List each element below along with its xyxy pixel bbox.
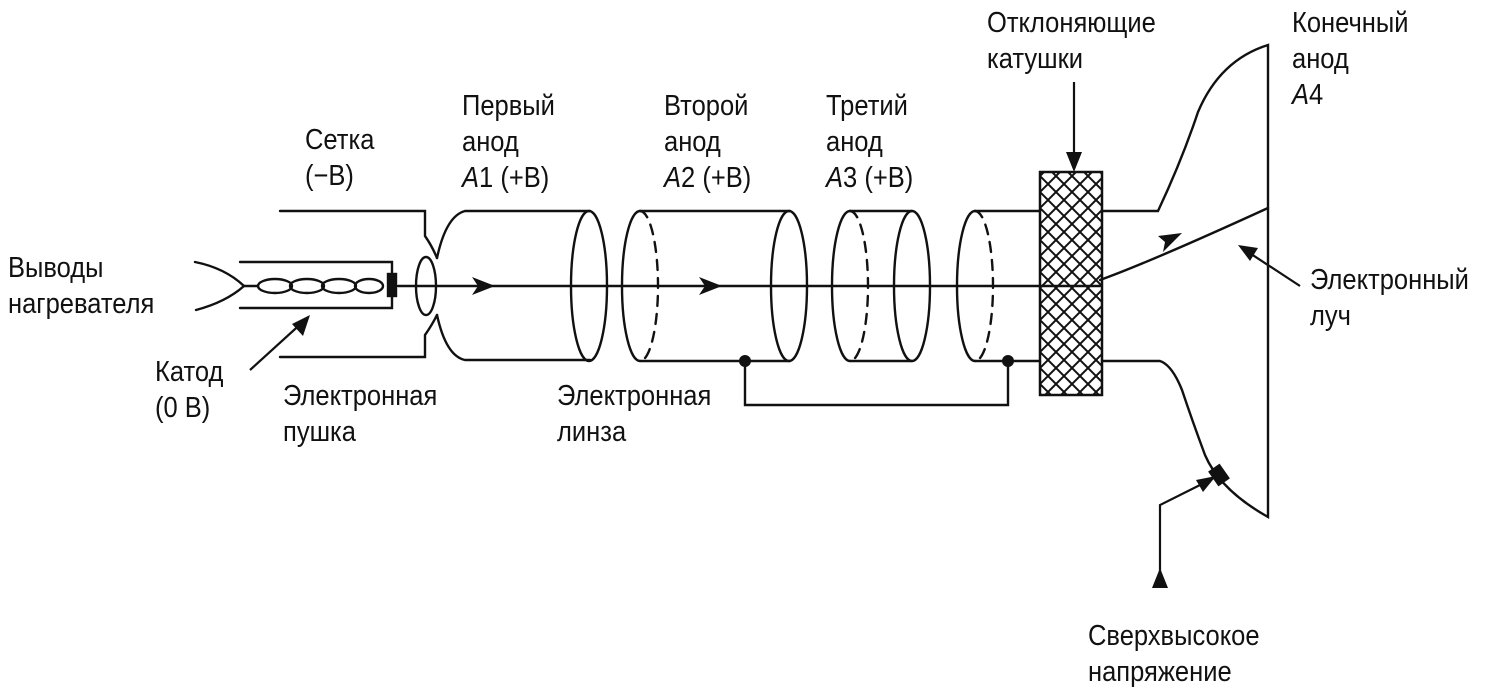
electron-gun-label: Электронная пушка: [283, 380, 438, 448]
junction-dots: [739, 355, 1014, 367]
first-anode-label: Первый анод A1 (+В): [462, 90, 555, 194]
cathode: [238, 260, 398, 310]
cathode-label: Катод (0 В): [155, 356, 224, 424]
high-voltage-label: Сверхвысокое напряжение: [1088, 620, 1260, 688]
electron-beam-line: [396, 206, 1270, 288]
third-anode-label: Третий анод A3 (+В): [826, 90, 914, 194]
heater-leads: [193, 260, 260, 312]
crt-bulb: [1100, 43, 1270, 520]
heater-leads-label: Выводы нагревателя: [8, 252, 155, 320]
final-anode-label: Конечный анод A4: [1292, 7, 1409, 111]
grid-electrode: [278, 209, 439, 359]
grid-label: Сетка (−В): [305, 124, 375, 192]
deflection-coil-block: [1038, 170, 1104, 397]
hv-terminal: [1208, 463, 1230, 487]
lens-wiring: [743, 359, 1010, 407]
deflection-coils-label: Отклоняющие катушки: [987, 7, 1156, 75]
electron-beam-label: Электронный луч: [1310, 264, 1469, 332]
second-anode-label: Второй анод A2 (+В): [664, 90, 752, 194]
electron-lens-label: Электронная линза: [557, 380, 712, 448]
